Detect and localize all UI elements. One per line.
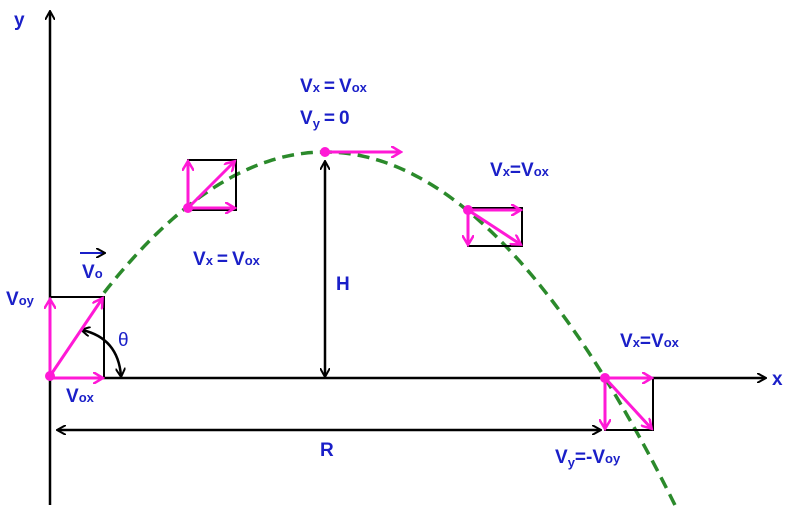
landing-vx-label: Vx=Vox <box>620 331 680 352</box>
falling-vx-label: Vx=Vox <box>490 160 550 181</box>
rising-vx-label: Vx=Vox <box>193 249 261 270</box>
v-vector <box>603 376 651 428</box>
angle-arc <box>82 330 121 376</box>
launch-point <box>45 371 55 381</box>
peak-vectors <box>320 147 400 157</box>
falling-point <box>463 205 473 215</box>
range-label: R <box>320 440 334 461</box>
peak-vx-label: Vx=Vox <box>300 76 368 97</box>
landing-point <box>600 373 610 383</box>
vox-label: Vox <box>66 386 95 407</box>
theta-label: θ <box>118 330 129 351</box>
launch-vectors <box>45 299 102 381</box>
peak-point <box>320 147 330 157</box>
v-vector <box>467 208 520 244</box>
v-vector <box>186 162 234 210</box>
rising-vectors <box>183 162 234 213</box>
peak-vy-label: Vy=0 <box>300 108 350 131</box>
v0-vector <box>48 299 102 377</box>
falling-vectors <box>463 205 520 244</box>
landing-vy-label: Vy=-Voy <box>555 447 621 470</box>
v0-label: Vo <box>82 262 103 283</box>
landing-vectors <box>600 373 651 428</box>
voy-label: Voy <box>6 289 35 310</box>
x-axis-label: x <box>772 369 783 390</box>
y-axis-label: y <box>14 10 25 31</box>
rising-point <box>183 203 193 213</box>
max-height-label: H <box>336 274 350 295</box>
